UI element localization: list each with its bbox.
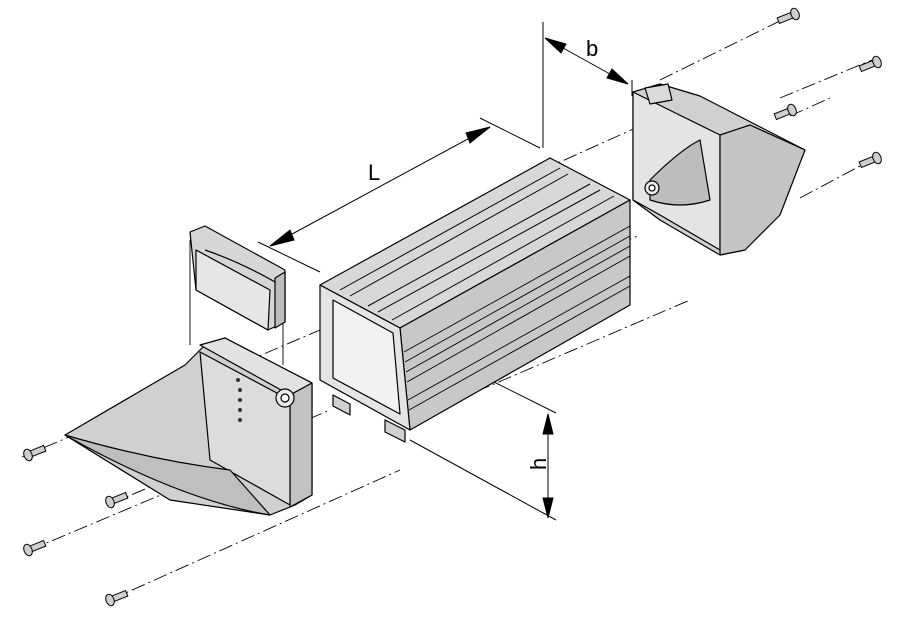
dimension-label-h: h	[526, 458, 551, 470]
left-end-cap-icon	[64, 337, 313, 516]
right-end-cap-icon	[632, 83, 806, 256]
dimension-label-b: b	[586, 36, 598, 61]
screw-icon	[23, 7, 882, 607]
dimension-L	[257, 117, 541, 273]
aluminium-profile-icon	[319, 157, 631, 443]
dimension-label-L: L	[368, 160, 380, 185]
dimension-b	[542, 22, 633, 148]
cable-gland-insert-icon	[189, 225, 286, 331]
